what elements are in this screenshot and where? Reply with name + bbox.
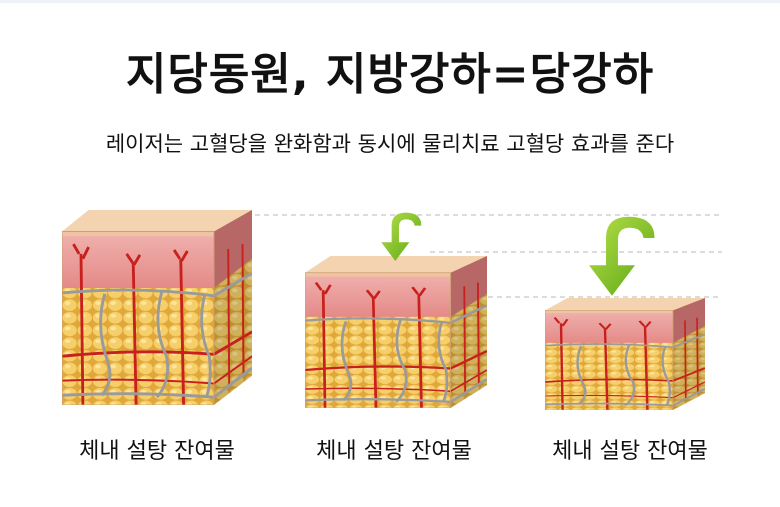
top-border — [0, 0, 780, 3]
height-guide-lines — [255, 214, 722, 298]
page-title: 지당동원, 지방강하=당강하 — [125, 49, 655, 100]
skin-cube-medium — [305, 256, 487, 408]
page-subtitle: 레이저는 고혈당을 완화함과 동시에 물리치료 고혈당 효과를 준다 — [105, 132, 675, 156]
panel-label: 체내 설탕 잔여물 — [316, 439, 472, 464]
down-arrow-icon — [381, 212, 422, 261]
down-arrow-icon — [589, 216, 655, 296]
panel-label: 체내 설탕 잔여물 — [79, 439, 235, 464]
skin-cube-small — [545, 298, 705, 410]
skin-cube-large — [62, 210, 252, 405]
panel-label: 체내 설탕 잔여물 — [552, 439, 708, 464]
